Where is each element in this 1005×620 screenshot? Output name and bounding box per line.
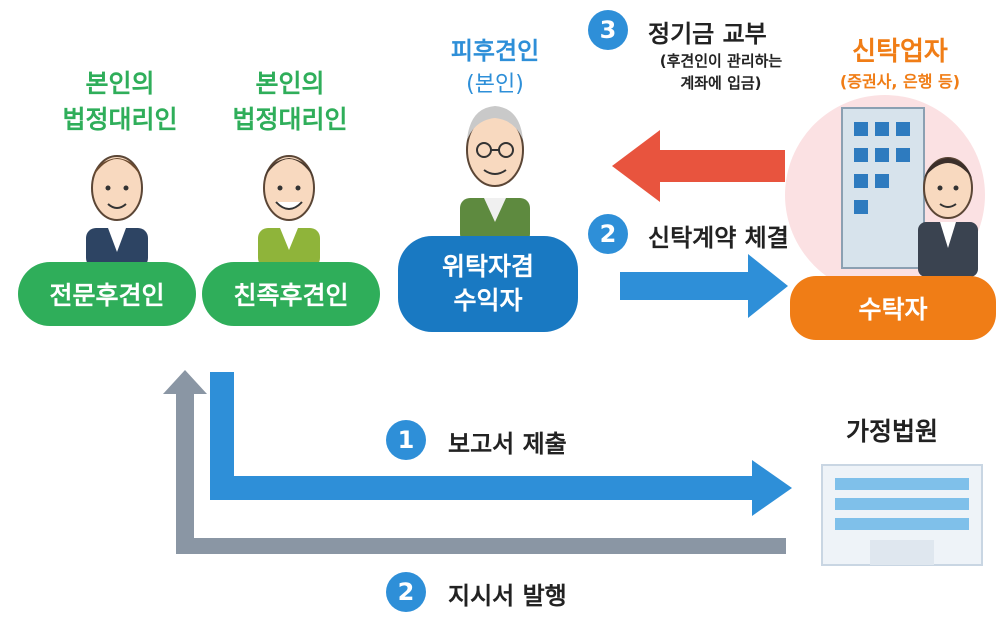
trustee-pill: 수탁자 bbox=[790, 276, 996, 340]
step2-instruction-text: 지시서 발행 bbox=[448, 582, 567, 610]
beneficiary-line2: 수익자 bbox=[453, 286, 523, 315]
beneficiary-pill: 위탁자겸 수익자 bbox=[398, 236, 578, 332]
legal-representative-label-2: 본인의 법정대리인 bbox=[220, 66, 360, 138]
step3-badge: 3 bbox=[588, 10, 628, 50]
trustee-company-label: 신탁업자 (증권사, 은행 등) bbox=[800, 34, 1000, 94]
legal-representative-label-1: 본인의 법정대리인 bbox=[50, 66, 190, 138]
family-guardian-pill: 친족후견인 bbox=[202, 262, 380, 326]
beneficiary-line1: 위탁자겸 bbox=[441, 252, 534, 281]
professional-guardian-text: 전문후견인 bbox=[49, 281, 165, 310]
family-court-label: 가정법원 bbox=[846, 417, 939, 446]
professional-guardian-pill: 전문후견인 bbox=[18, 262, 196, 326]
court-building-icon bbox=[821, 464, 983, 566]
office-building-icon bbox=[841, 107, 925, 269]
step3-note: (후견인이 관리하는 계좌에 입금) bbox=[636, 50, 806, 94]
trustee-label-line2: (증권사, 은행 등) bbox=[839, 72, 961, 91]
step2-contract-badge: 2 bbox=[588, 214, 628, 254]
trustee-label-line1: 신탁업자 bbox=[852, 37, 948, 67]
legal-rep-1-line2: 법정대리인 bbox=[62, 105, 178, 134]
ward-label: 피후견인 (본인) bbox=[420, 34, 570, 102]
trustee-pill-text: 수탁자 bbox=[858, 295, 928, 324]
instruction-arrow-icon bbox=[163, 370, 786, 554]
family-guardian-icon bbox=[258, 155, 320, 268]
ward-person-icon bbox=[460, 106, 530, 244]
trustee-person-icon bbox=[918, 157, 978, 277]
ward-label-line2: (본인) bbox=[466, 72, 524, 97]
blue-arrow-right-icon bbox=[620, 254, 788, 318]
step1-badge: 1 bbox=[386, 420, 426, 460]
red-arrow-icon bbox=[612, 130, 785, 202]
step3-text: 정기금 교부 bbox=[648, 20, 767, 48]
report-arrow-icon bbox=[210, 372, 792, 516]
family-guardian-text: 친족후견인 bbox=[233, 281, 349, 310]
step2-contract-text: 신탁계약 체결 bbox=[648, 224, 789, 252]
ward-label-line1: 피후견인 bbox=[450, 37, 540, 65]
step3-note-line1: (후견인이 관리하는 bbox=[659, 52, 783, 70]
legal-rep-1-line1: 본인의 bbox=[85, 69, 155, 98]
legal-rep-2-line2: 법정대리인 bbox=[232, 105, 348, 134]
step1-text: 보고서 제출 bbox=[448, 430, 567, 458]
professional-guardian-icon bbox=[86, 155, 148, 268]
step2-instruction-badge: 2 bbox=[386, 572, 426, 612]
step3-note-line2: 계좌에 입금) bbox=[680, 74, 762, 92]
legal-rep-2-line1: 본인의 bbox=[255, 69, 325, 98]
